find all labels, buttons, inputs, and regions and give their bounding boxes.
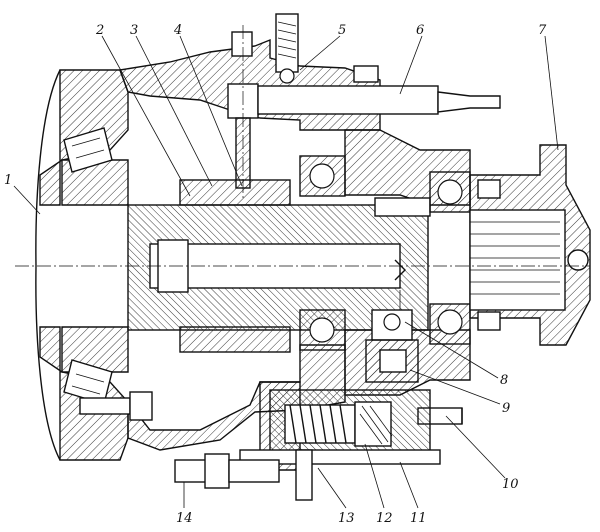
callout-8: 8 [500, 373, 508, 388]
bottom-bolts [79, 391, 153, 421]
right-flange [469, 144, 591, 346]
callout-3: 3 [130, 23, 138, 38]
callout-13: 13 [338, 511, 355, 526]
spring-regulator [239, 389, 441, 465]
callout-6: 6 [416, 23, 424, 38]
valve-assembly [365, 309, 463, 425]
callout-9: 9 [502, 401, 510, 416]
callout-labels: 1 2 3 4 5 6 7 8 9 10 11 12 13 14 [4, 23, 547, 526]
inlet-fitting [174, 449, 313, 501]
callout-4: 4 [173, 23, 182, 38]
callout-12: 12 [376, 511, 393, 526]
callout-10: 10 [502, 477, 519, 492]
callout-14: 14 [176, 511, 193, 526]
ball-bearings [299, 155, 471, 351]
callout-2: 2 [95, 23, 104, 38]
callout-11: 11 [410, 511, 427, 526]
callout-1: 1 [4, 173, 12, 188]
callout-7: 7 [538, 23, 547, 38]
callout-5: 5 [338, 23, 346, 38]
left-taper-bearings [63, 127, 113, 405]
leader-lines [13, 35, 559, 509]
